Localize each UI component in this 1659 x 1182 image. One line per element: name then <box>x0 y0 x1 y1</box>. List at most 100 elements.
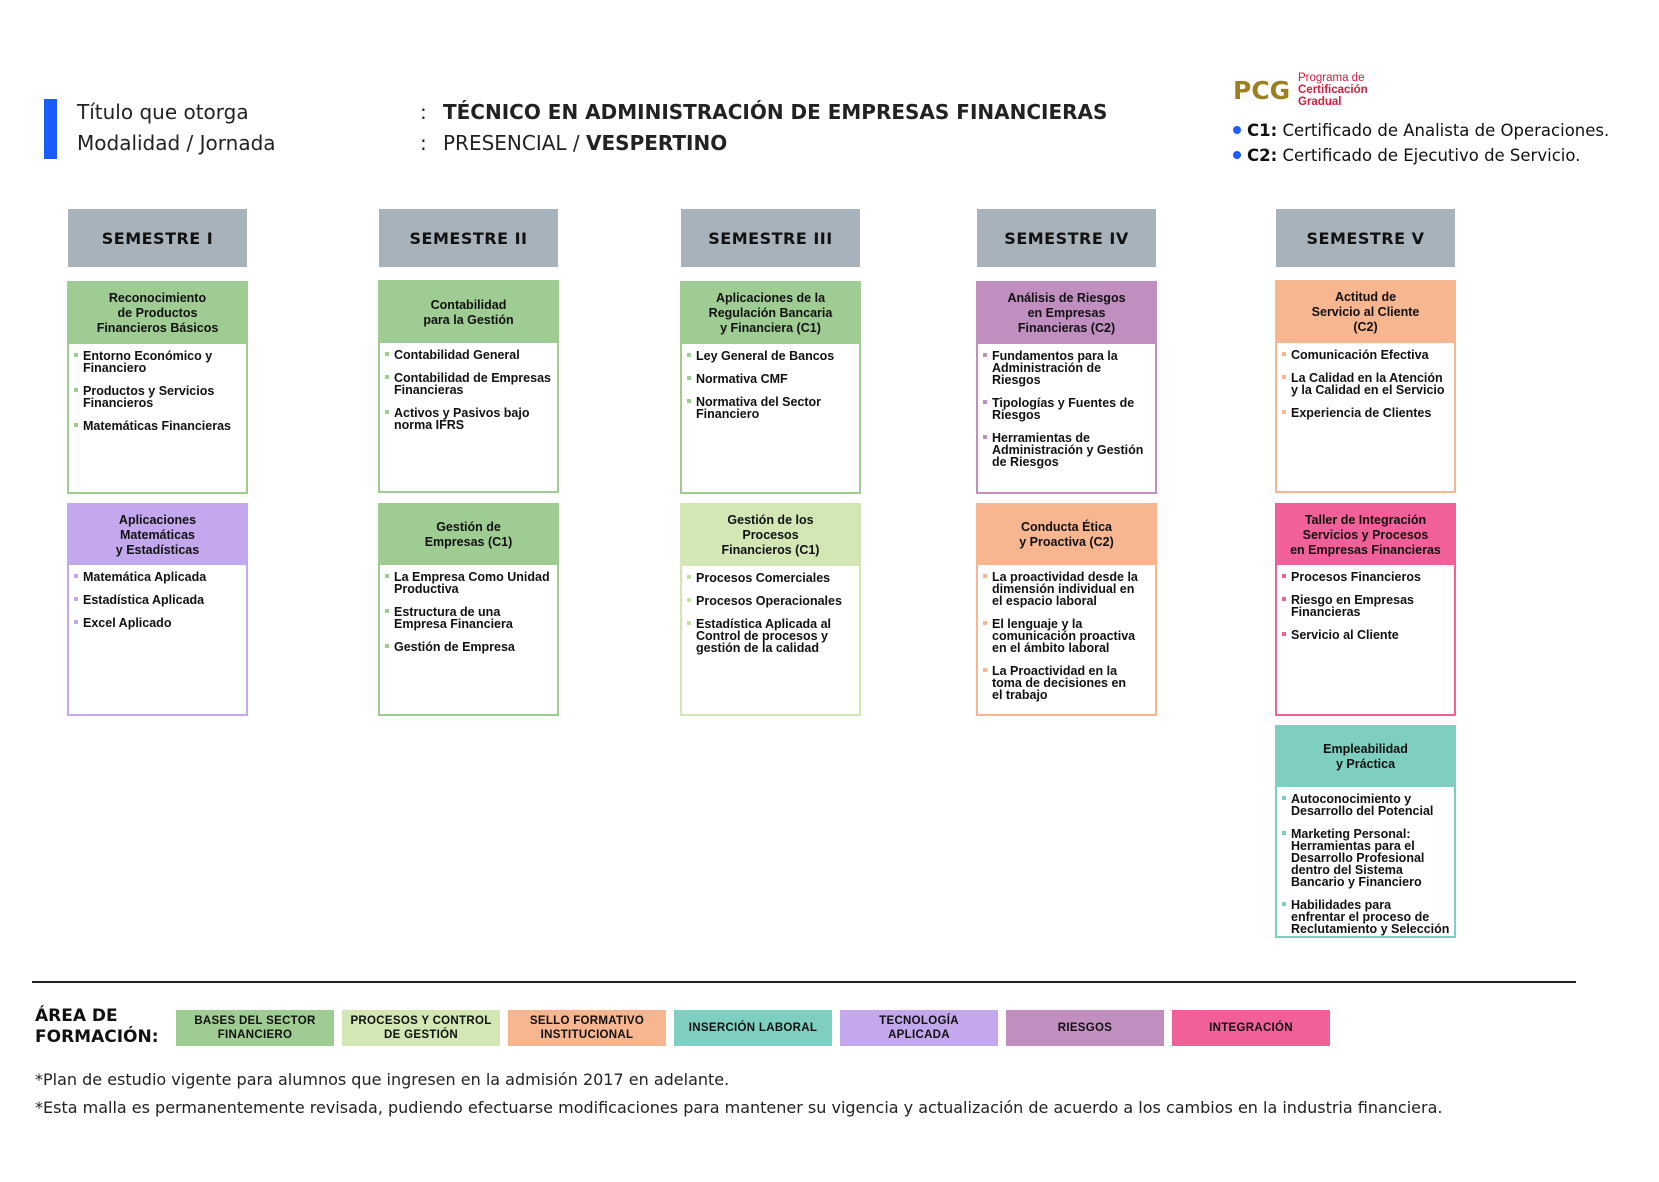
course-item: Normativa del Sector Financiero <box>686 396 857 420</box>
course-title: Aplicaciones Matemáticas y Estadísticas <box>69 505 246 565</box>
bullet-square-icon <box>687 621 691 625</box>
course-item-list: La Empresa Como Unidad Productiva Estruc… <box>380 565 557 653</box>
bullet-square-icon <box>1282 410 1286 414</box>
course-card: Contabilidad para la Gestión Contabilida… <box>378 280 559 493</box>
course-item: Procesos Comerciales <box>686 572 857 584</box>
pcg-subtitle: Programa de Certificación Gradual <box>1298 72 1418 108</box>
course-title: Empleabilidad y Práctica <box>1277 727 1454 787</box>
course-item-list: Comunicación Efectiva La Calidad en la A… <box>1277 343 1454 419</box>
course-item: Experiencia de Clientes <box>1281 407 1452 419</box>
course-item-text: La Empresa Como Unidad Productiva <box>394 570 550 596</box>
bullet-square-icon <box>983 435 987 439</box>
pcg-line3: Gradual <box>1298 96 1342 108</box>
course-item: La Proactividad en la toma de decisiones… <box>982 665 1153 701</box>
semester-header-2: SEMESTRE II <box>379 209 558 267</box>
course-item-text: La Proactividad en la toma de decisiones… <box>992 664 1127 702</box>
course-item: Autoconocimiento y Desarrollo del Potenc… <box>1281 793 1452 817</box>
bullet-square-icon <box>385 644 389 648</box>
course-item: Procesos Operacionales <box>686 595 857 607</box>
course-title: Gestión de los Procesos Financieros (C1) <box>682 505 859 566</box>
jornada-value-text: VESPERTINO <box>586 131 728 155</box>
course-item-list: Procesos Comerciales Procesos Operaciona… <box>682 566 859 654</box>
course-item: Habilidades para enfrentar el proceso de… <box>1281 899 1452 935</box>
course-title: Conducta Ética y Proactiva (C2) <box>978 505 1155 565</box>
course-title: Aplicaciones de la Regulación Bancaria y… <box>682 283 859 344</box>
course-item: La proactividad desde la dimensión indiv… <box>982 571 1153 607</box>
bullet-square-icon <box>687 353 691 357</box>
semester-header-3: SEMESTRE III <box>681 209 860 267</box>
course-item: Fundamentos para la Administración de Ri… <box>982 350 1153 386</box>
course-item-list: Matemática Aplicada Estadística Aplicada… <box>69 565 246 629</box>
modalidad-value-text: PRESENCIAL / <box>443 131 587 155</box>
cert-c2: C2: Certificado de Ejecutivo de Servicio… <box>1233 146 1580 165</box>
course-item-text: Tipologías y Fuentes de Riesgos <box>992 396 1135 422</box>
course-item: Excel Aplicado <box>73 617 244 629</box>
course-item-text: Estadística Aplicada <box>83 593 205 607</box>
course-title: Contabilidad para la Gestión <box>380 282 557 343</box>
pcg-logo: PCG <box>1233 76 1291 105</box>
bullet-square-icon <box>74 353 78 357</box>
bullet-square-icon <box>1282 632 1286 636</box>
course-item-list: Entorno Económico y Financiero Productos… <box>69 344 246 432</box>
course-item: Herramientas de Administración y Gestión… <box>982 432 1153 468</box>
titulo-value-text: TÉCNICO EN ADMINISTRACIÓN DE EMPRESAS FI… <box>443 100 1108 124</box>
bullet-square-icon <box>385 375 389 379</box>
footnote-2: *Esta malla es permanentemente revisada,… <box>35 1098 1443 1117</box>
bullet-square-icon <box>983 668 987 672</box>
course-item-text: La proactividad desde la dimensión indiv… <box>992 570 1138 608</box>
pcg-line1: Programa de <box>1298 72 1365 84</box>
course-item-list: Contabilidad General Contabilidad de Emp… <box>380 343 557 431</box>
bullet-square-icon <box>74 423 78 427</box>
course-card: Gestión de Empresas (C1) La Empresa Como… <box>378 503 559 716</box>
course-item: La Empresa Como Unidad Productiva <box>384 571 555 595</box>
course-item-text: Productos y Servicios Financieros <box>83 384 215 410</box>
bullet-square-icon <box>1282 902 1286 906</box>
course-item: Estadística Aplicada <box>73 594 244 606</box>
course-item: Normativa CMF <box>686 373 857 385</box>
course-item-text: Herramientas de Administración y Gestión… <box>992 431 1144 469</box>
bullet-square-icon <box>385 574 389 578</box>
course-title: Taller de Integración Servicios y Proces… <box>1277 505 1454 565</box>
course-item-text: Estadística Aplicada al Control de proce… <box>696 617 832 655</box>
cert-c1: C1: Certificado de Analista de Operacion… <box>1233 121 1609 140</box>
legend-item: RIESGOS <box>1006 1010 1164 1046</box>
course-item-list: Procesos Financieros Riesgo en Empresas … <box>1277 565 1454 641</box>
course-item-text: Matemática Aplicada <box>83 570 207 584</box>
course-item: Servicio al Cliente <box>1281 629 1452 641</box>
footnote-1: *Plan de estudio vigente para alumnos qu… <box>35 1070 730 1089</box>
legend-item: SELLO FORMATIVO INSTITUCIONAL <box>508 1010 666 1046</box>
course-item: Marketing Personal: Herramientas para el… <box>1281 828 1452 888</box>
course-item-text: Excel Aplicado <box>83 616 172 630</box>
course-item-text: Experiencia de Clientes <box>1291 406 1432 420</box>
bullet-square-icon <box>1282 597 1286 601</box>
cert-c1-code: C1: <box>1247 121 1278 140</box>
footer-divider <box>32 981 1576 983</box>
bullet-square-icon <box>385 352 389 356</box>
course-item: Ley General de Bancos <box>686 350 857 362</box>
course-item: Estructura de una Empresa Financiera <box>384 606 555 630</box>
course-item: Riesgo en Empresas Financieras <box>1281 594 1452 618</box>
bullet-square-icon <box>687 575 691 579</box>
titulo-value: TÉCNICO EN ADMINISTRACIÓN DE EMPRESAS FI… <box>443 100 1107 124</box>
cert-c2-text: Certificado de Ejecutivo de Servicio. <box>1277 146 1581 165</box>
course-card: Aplicaciones de la Regulación Bancaria y… <box>680 281 861 494</box>
legend-item: BASES DEL SECTOR FINANCIERO <box>176 1010 334 1046</box>
course-item-text: Servicio al Cliente <box>1291 628 1399 642</box>
course-item-list: La proactividad desde la dimensión indiv… <box>978 565 1155 701</box>
course-card: Aplicaciones Matemáticas y Estadísticas … <box>67 503 248 716</box>
bullet-square-icon <box>983 353 987 357</box>
semester-header-5: SEMESTRE V <box>1276 209 1455 267</box>
course-item-text: Autoconocimiento y Desarrollo del Potenc… <box>1291 792 1434 818</box>
course-item-text: Entorno Económico y Financiero <box>83 349 213 375</box>
course-item: Contabilidad General <box>384 349 555 361</box>
course-item-text: El lenguaje y la comunicación proactiva … <box>992 617 1136 655</box>
modalidad-colon: : <box>420 131 427 155</box>
titulo-colon: : <box>420 100 427 124</box>
course-item: Contabilidad de Empresas Financieras <box>384 372 555 396</box>
course-item-text: Procesos Comerciales <box>696 571 831 585</box>
bullet-square-icon <box>385 609 389 613</box>
course-item-list: Ley General de Bancos Normativa CMF Norm… <box>682 344 859 420</box>
bullet-square-icon <box>1282 574 1286 578</box>
area-title-line2: FORMACIÓN: <box>35 1027 159 1047</box>
cert-c1-text: Certificado de Analista de Operaciones. <box>1277 121 1610 140</box>
